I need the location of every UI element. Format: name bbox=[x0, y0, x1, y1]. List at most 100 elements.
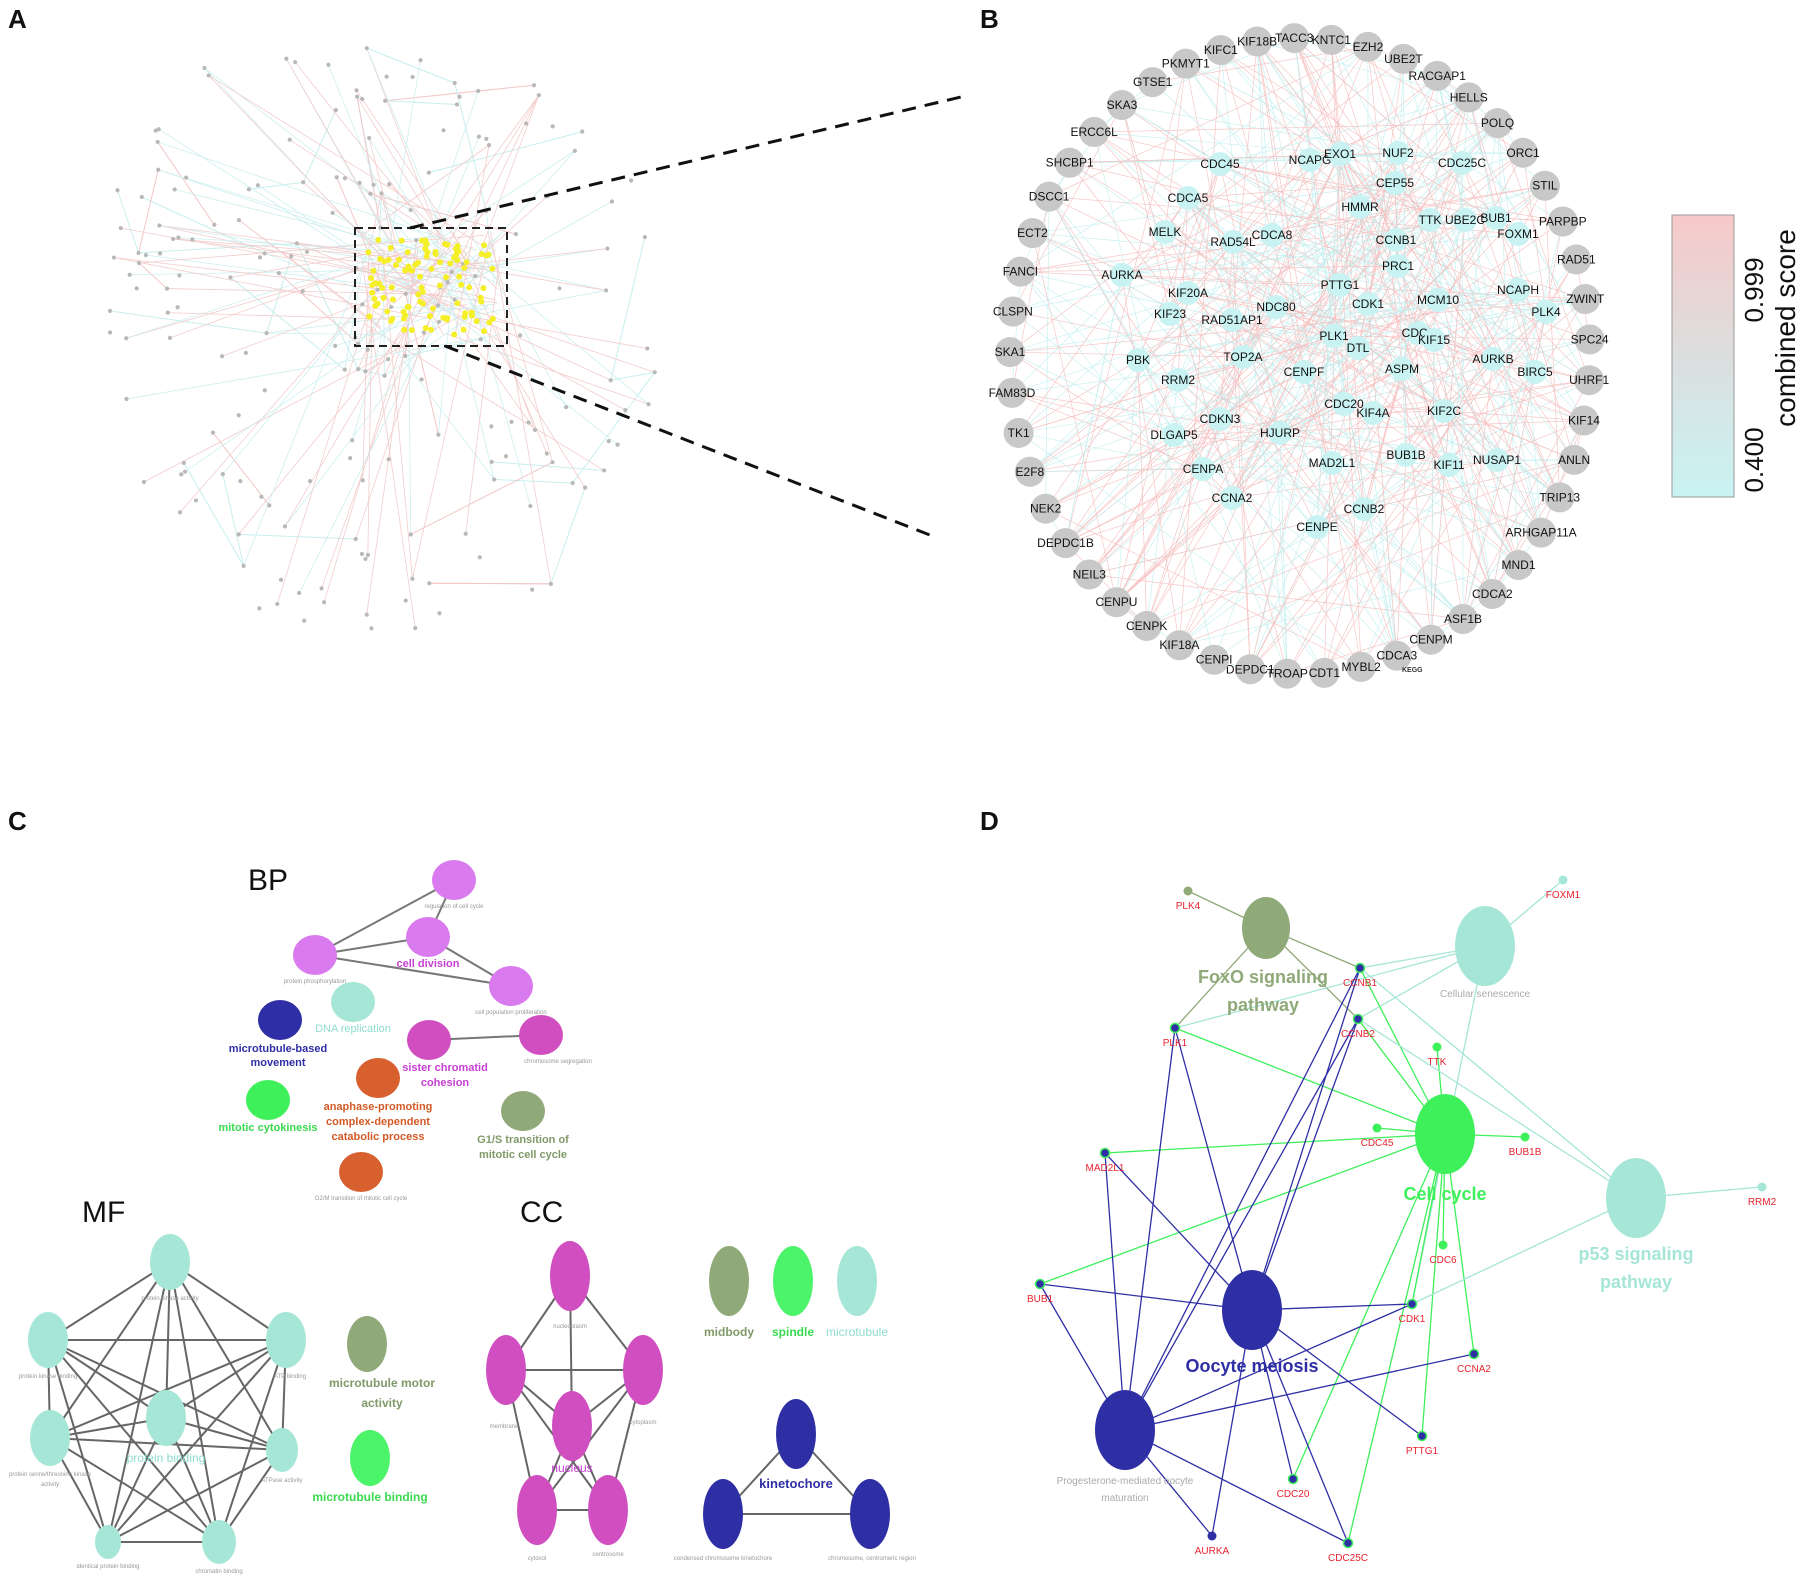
ppi-edge bbox=[1401, 368, 1560, 498]
network-node bbox=[342, 176, 347, 181]
network-node bbox=[157, 223, 162, 228]
network-node bbox=[319, 586, 324, 591]
outer-gene-label: DSCC1 bbox=[1029, 190, 1070, 204]
label-senescence: Cellular senescence bbox=[1440, 989, 1530, 1000]
network-node bbox=[330, 210, 335, 215]
outer-gene-label: NEIL3 bbox=[1073, 567, 1107, 581]
inner-gene-label: RAD51AP1 bbox=[1201, 313, 1263, 327]
ppi-edge bbox=[1231, 41, 1258, 321]
ppi-edge bbox=[1367, 46, 1432, 640]
progesterone-node bbox=[1095, 1390, 1155, 1470]
network-node bbox=[175, 305, 180, 310]
network-node bbox=[604, 288, 609, 293]
gene-node-mad2l1 bbox=[1099, 1147, 1111, 1159]
network-edge bbox=[298, 287, 453, 594]
hub-gene-node bbox=[423, 253, 430, 260]
ppi-edge bbox=[1461, 162, 1464, 619]
ppi-edge bbox=[1065, 162, 1463, 544]
bp-node-protein-phosphorylation bbox=[293, 935, 337, 975]
ppi-edge bbox=[1164, 63, 1187, 233]
hub-gene-node bbox=[368, 275, 375, 282]
outer-gene-label: FAM83D bbox=[989, 386, 1036, 400]
cc-node-spindle bbox=[773, 1246, 813, 1316]
network-edge bbox=[302, 109, 337, 183]
hub-gene-node bbox=[461, 264, 468, 271]
bp-node-dna-replication bbox=[331, 982, 375, 1022]
hub-gene-node bbox=[371, 295, 378, 302]
ppi-edge bbox=[1249, 152, 1524, 670]
outer-gene-node bbox=[1170, 48, 1201, 79]
ppi-edge bbox=[1357, 347, 1519, 566]
gene-label-bub1b: BUB1B bbox=[1509, 1147, 1542, 1158]
gene-label-rrm2: RRM2 bbox=[1748, 1197, 1777, 1208]
ppi-edge bbox=[1279, 219, 1466, 434]
outer-gene-node bbox=[1034, 181, 1065, 212]
ppi-edge bbox=[1330, 39, 1359, 349]
ppi-edge bbox=[1417, 219, 1466, 334]
inner-gene-node bbox=[1426, 288, 1450, 312]
ppi-edge bbox=[1405, 298, 1586, 456]
ppi-edge bbox=[1065, 542, 1147, 627]
hub-gene-node bbox=[379, 284, 386, 291]
panel-d-pathway-labels: FoxO signaling pathway Cellular senescen… bbox=[1057, 967, 1694, 1504]
network-edge bbox=[212, 432, 270, 506]
network-node bbox=[436, 319, 442, 324]
gene-label-pttg1: PTTG1 bbox=[1406, 1446, 1439, 1457]
ppi-edge bbox=[1468, 97, 1497, 219]
network-edge bbox=[471, 291, 531, 507]
cc-label-centrosome: centrosome bbox=[592, 1552, 624, 1558]
network-node bbox=[386, 457, 391, 462]
ppi-edge bbox=[1417, 298, 1586, 334]
network-edge bbox=[490, 232, 552, 584]
mf-node-microtubule-binding bbox=[350, 1430, 390, 1486]
network-edge bbox=[284, 248, 496, 527]
outer-gene-node bbox=[1054, 147, 1085, 178]
network-node bbox=[350, 438, 355, 443]
bp-node-apc bbox=[356, 1058, 400, 1098]
network-node bbox=[356, 341, 361, 346]
outer-gene-node bbox=[1131, 610, 1162, 641]
ppi-edge bbox=[1271, 234, 1498, 461]
ppi-edge bbox=[1089, 459, 1575, 575]
network-edge bbox=[204, 67, 452, 257]
ppi-edge bbox=[1372, 412, 1498, 461]
network-edge bbox=[174, 189, 449, 258]
network-node bbox=[652, 370, 657, 375]
network-edge bbox=[356, 96, 381, 228]
network-edge bbox=[463, 250, 649, 405]
mf-edge bbox=[169, 1261, 220, 1543]
pathway-edge bbox=[1292, 1133, 1446, 1480]
outer-gene-label: CENPM bbox=[1409, 633, 1452, 647]
ppi-edge bbox=[1169, 313, 1464, 620]
bp-label-mitotic-cytokinesis: mitotic cytokinesis bbox=[218, 1122, 317, 1134]
gene-node-rrm2 bbox=[1757, 1182, 1767, 1192]
bp-label-mt-move-1: microtubule-based bbox=[229, 1043, 327, 1055]
network-node bbox=[157, 251, 163, 256]
hub-gene-node bbox=[414, 259, 421, 266]
gene-label-cdc20: CDC20 bbox=[1277, 1489, 1310, 1500]
p53-pathway-node bbox=[1606, 1158, 1666, 1238]
ppi-edge bbox=[1271, 234, 1305, 373]
ppi-edge bbox=[1116, 356, 1244, 603]
inner-gene-node bbox=[1437, 453, 1461, 477]
inner-gene-node bbox=[1153, 220, 1177, 244]
hub-gene-node bbox=[455, 248, 462, 255]
pathway-edge bbox=[1347, 1133, 1446, 1544]
hub-gene-node bbox=[473, 318, 480, 325]
network-edge bbox=[221, 265, 463, 357]
ppi-edge bbox=[1367, 303, 1585, 421]
ppi-edge bbox=[1121, 104, 1590, 381]
ppi-edge bbox=[1177, 379, 1542, 534]
ppi-edge bbox=[1436, 75, 1542, 533]
network-edge bbox=[411, 238, 491, 579]
ppi-edge bbox=[1242, 152, 1399, 358]
mf-node-motor-activity bbox=[347, 1316, 387, 1372]
network-node bbox=[353, 536, 358, 542]
inner-gene-label: UBE2C bbox=[1445, 213, 1485, 227]
ppi-edge bbox=[1137, 289, 1519, 361]
network-node bbox=[383, 98, 388, 103]
network-node bbox=[418, 58, 423, 63]
hub-gene-node bbox=[447, 260, 454, 267]
network-edge bbox=[362, 303, 386, 319]
network-edge bbox=[289, 139, 451, 245]
